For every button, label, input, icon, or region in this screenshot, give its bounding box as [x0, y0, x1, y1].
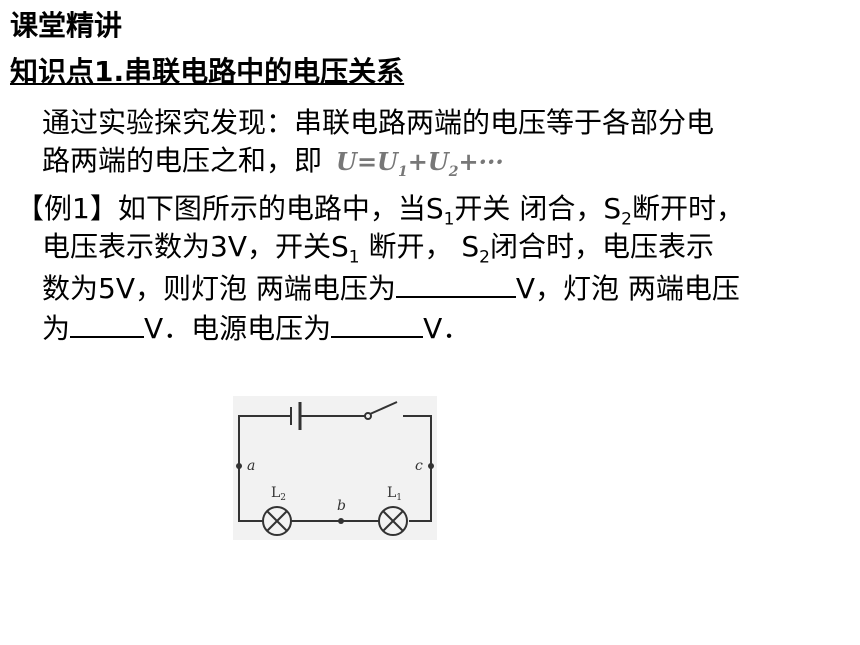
example-line-1: 【例1】如下图所示的电路中，当S1开关 闭合，S2断开时，	[16, 190, 744, 239]
text: 断开时，	[631, 192, 744, 225]
paragraph-line-1: 通过实验探究发现：串联电路两端的电压等于各部分电	[42, 106, 715, 139]
section-heading: 课堂精讲	[10, 9, 123, 42]
formula-sub: 2	[448, 163, 459, 180]
lamp-l2-cross	[266, 510, 288, 532]
text: 断开， S	[359, 230, 480, 263]
switch-pivot	[364, 412, 372, 420]
answer-blank-3[interactable]	[331, 308, 424, 338]
text: 数为5V，则灯泡 两端电压为	[42, 272, 396, 305]
text: 为	[42, 312, 71, 345]
lamp-l2-label: L2	[271, 485, 286, 503]
switch-blade	[369, 401, 398, 415]
paragraph-line-2: 路两端的电压之和，即 U=U1+U2+···	[42, 142, 504, 191]
subscript: 2	[479, 247, 490, 268]
text: 开关 闭合，S	[454, 192, 622, 225]
example-line-2: 电压表示数为3V，开关S1 断开， S2闭合时，电压表示	[42, 228, 714, 277]
formula-part: U=U	[336, 147, 398, 176]
label-c: c	[415, 458, 423, 474]
node-a	[236, 463, 242, 469]
formula-sub: 1	[397, 163, 408, 180]
circuit-svg: a b c L2 L1	[236, 401, 434, 536]
subscript: 1	[348, 247, 360, 268]
subscript: 2	[621, 209, 632, 230]
text: 电压表示数为3V，开关S	[42, 230, 349, 263]
formula-part: +U	[407, 147, 449, 176]
answer-blank-2[interactable]	[70, 308, 145, 338]
node-c	[428, 463, 434, 469]
text: 【例1】如下图所示的电路中，当S	[16, 192, 444, 225]
label-b: b	[337, 498, 346, 514]
label-a: a	[247, 458, 255, 474]
lamp-l1	[378, 506, 408, 536]
paragraph-line-2-text: 路两端的电压之和，即	[42, 144, 323, 177]
text: V．	[423, 312, 471, 345]
answer-blank-1[interactable]	[395, 268, 516, 298]
topic-title: 知识点1.串联电路中的电压关系	[10, 55, 405, 88]
voltage-formula: U=U1+U2+···	[336, 147, 504, 180]
subscript: 1	[443, 209, 455, 230]
lamp-l1-label: L1	[387, 485, 402, 503]
text: V．电源电压为	[144, 312, 332, 345]
text: V，灯泡 两端电压	[515, 272, 740, 305]
example-line-3: 数为5V，则灯泡 两端电压为 V，灯泡 两端电压	[42, 268, 740, 308]
example-line-4: 为 V．电源电压为 V．	[42, 308, 470, 348]
circuit-diagram: a b c L2 L1	[233, 396, 437, 540]
node-b	[338, 518, 344, 524]
text: 闭合时，电压表示	[489, 230, 714, 263]
lamp-l1-cross	[382, 510, 404, 532]
formula-part: +···	[458, 147, 504, 176]
